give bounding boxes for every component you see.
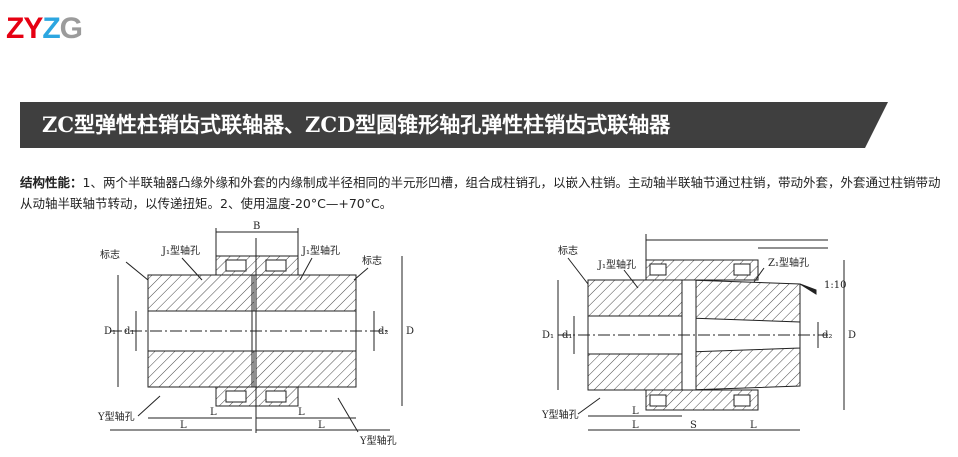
section-banner: ZC型弹性柱销齿式联轴器、ZCD型圆锥形轴孔弹性柱销齿式联轴器 — [20, 102, 888, 148]
dim-d1-bore-label: d₁ — [124, 326, 134, 337]
banner-title: ZC型弹性柱销齿式联轴器、ZCD型圆锥形轴孔弹性柱销齿式联轴器 — [42, 112, 671, 137]
dim-l-label-4: L — [318, 420, 325, 431]
zc-coupling-drawing: B 标志 J₁型轴孔 J₁型轴孔 标志 D₁ d₁ d₂ D Y型轴孔 L L … — [97, 221, 414, 447]
logo-part-zy: ZY — [6, 12, 43, 45]
dim-d2-label: d₂ — [822, 330, 832, 341]
dim-d-label: D — [848, 330, 856, 341]
mark-label: 标志 — [558, 244, 578, 257]
dim-l-label-2: L — [298, 407, 305, 418]
logo-part-z: Z — [42, 12, 60, 45]
dim-b-label: B — [253, 221, 260, 232]
y-bore-label-right: Y型轴孔 — [359, 434, 397, 447]
dim-s-label: S — [690, 420, 697, 431]
brand-logo: ZYZG — [6, 12, 83, 45]
j1-bore-label: J₁型轴孔 — [597, 258, 636, 271]
j1-bore-label-right: J₁型轴孔 — [301, 244, 340, 257]
description-paragraph: 结构性能：1、两个半联轴器凸缘外缘和外套的内缘制成半径相同的半元形凹槽，组合成柱… — [20, 172, 945, 214]
y-bore-label: Y型轴孔 — [541, 408, 579, 421]
z1-bore-label: Z₁型轴孔 — [768, 256, 809, 269]
dim-d-label: D — [406, 326, 414, 337]
dim-l-label-1: L — [632, 406, 639, 417]
dim-l-label-1: L — [210, 407, 217, 418]
dim-d1-bore-label: d₁ — [562, 330, 572, 341]
description-text: 1、两个半联轴器凸缘外缘和外套的内缘制成半径相同的半元形凹槽，组合成柱销孔，以嵌… — [20, 175, 941, 211]
y-bore-label-left: Y型轴孔 — [97, 410, 135, 423]
banner-background — [20, 102, 888, 148]
dim-l-label-3: L — [750, 420, 757, 431]
dim-l-label-3: L — [180, 420, 187, 431]
mark-label-right: 标志 — [362, 254, 382, 267]
dim-l-label-2: L — [632, 420, 639, 431]
logo-part-g: G — [59, 12, 83, 45]
dim-d1-outer-label: D₁ — [542, 330, 554, 341]
zcd-coupling-drawing: 标志 J₁型轴孔 Z₁型轴孔 1:10 D₁ d₁ d₂ D Y型轴孔 L L … — [541, 234, 856, 431]
dim-d2-label: d₂ — [378, 326, 388, 337]
taper-label: 1:10 — [824, 280, 846, 291]
dim-d1-outer-label: D₁ — [104, 326, 116, 337]
description-label: 结构性能： — [20, 175, 83, 190]
mark-label-left: 标志 — [100, 248, 120, 261]
j1-bore-label-left: J₁型轴孔 — [161, 244, 200, 257]
